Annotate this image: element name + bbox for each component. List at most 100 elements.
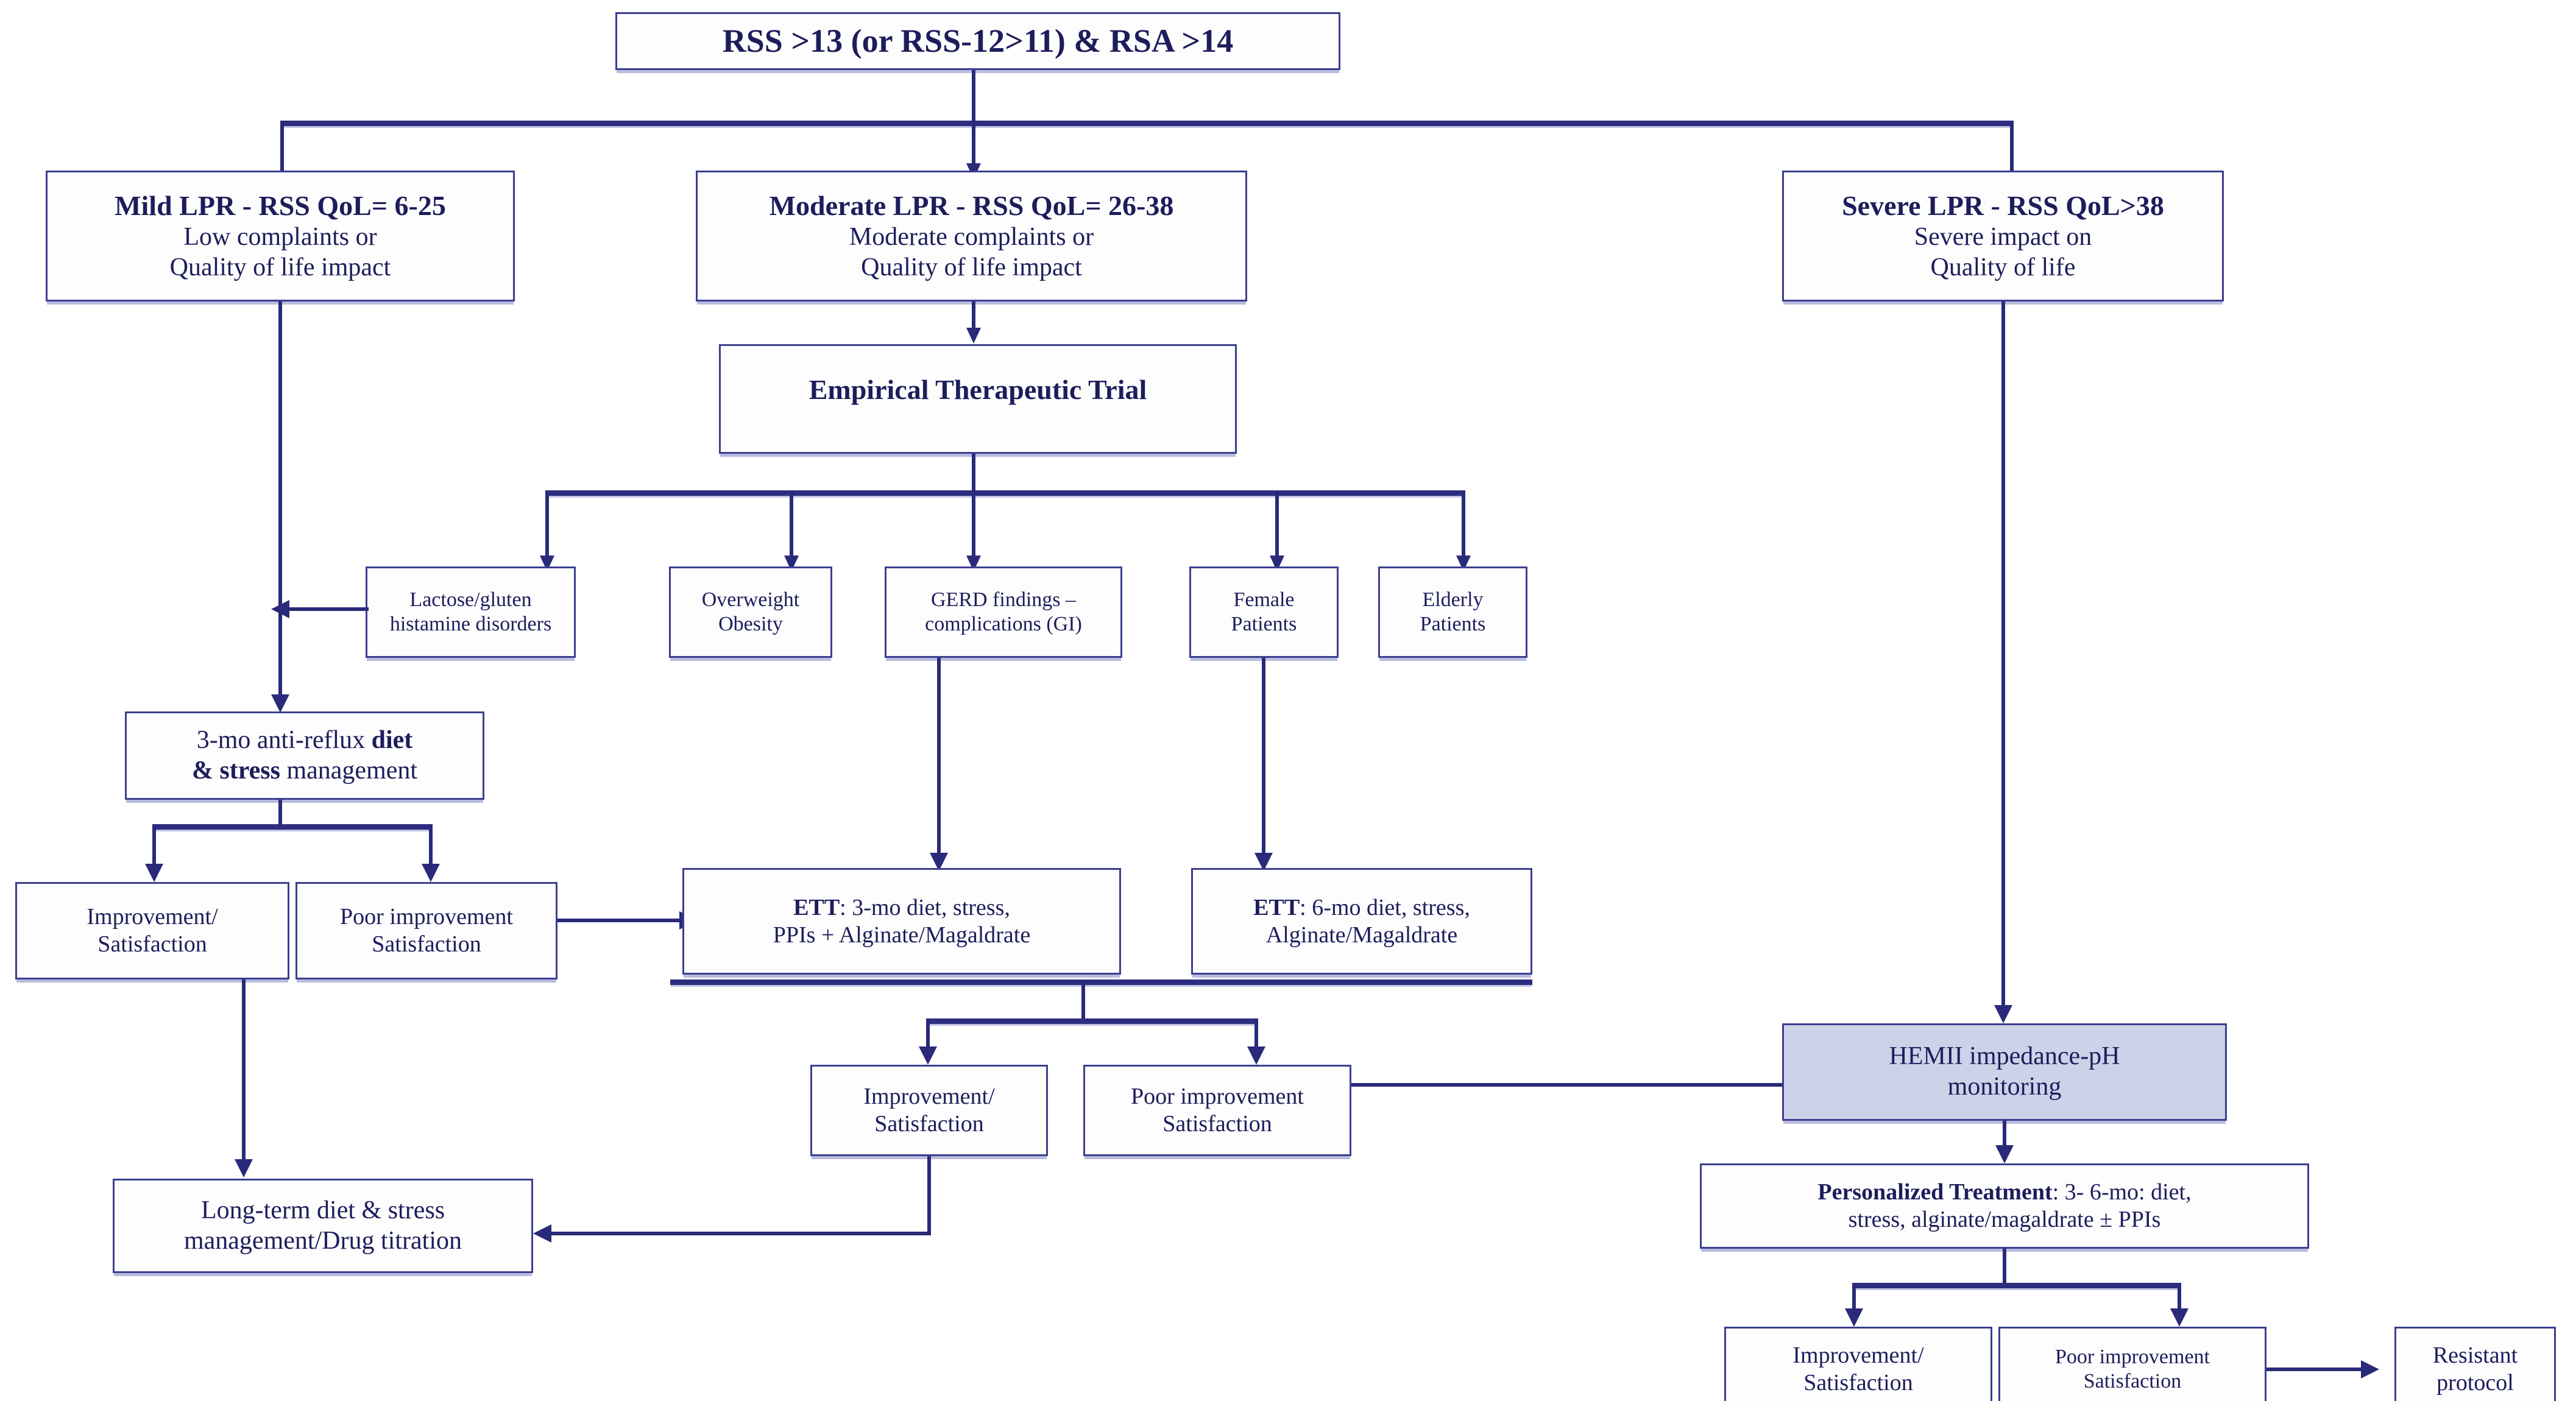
node-personalized-treatment[interactable]: Personalized Treatment: 3- 6-mo: diet, s… bbox=[1700, 1163, 2309, 1249]
connector-bus-to-severe bbox=[2010, 121, 2014, 182]
node-diet-stress-management[interactable]: 3-mo anti-reflux diet & stress managemen… bbox=[125, 711, 484, 800]
ett-3mo-line1: ETT: 3-mo diet, stress, bbox=[689, 894, 1114, 922]
connector-bus-to-right-poor bbox=[2178, 1283, 2181, 1313]
mild-poor-line1: Poor improvement bbox=[340, 904, 513, 930]
factor-1-line2: histamine disorders bbox=[389, 613, 552, 635]
node-ett-6mo[interactable]: ETT: 6-mo diet, stress, Alginate/Magaldr… bbox=[1191, 868, 1532, 975]
diet-stress-line2: & stress management bbox=[132, 756, 478, 786]
connector-ett-trial-to-factor-bus bbox=[972, 454, 975, 493]
moderate-lpr-line3: Quality of life impact bbox=[861, 253, 1082, 281]
node-hemii-monitoring[interactable]: HEMII impedance-pH monitoring bbox=[1782, 1023, 2227, 1121]
connector-mid-improvement-left-to-longterm bbox=[548, 1232, 931, 1235]
connector-severe-to-hemii bbox=[2001, 302, 2005, 1014]
mid-improvement-line2: Satisfaction bbox=[874, 1111, 984, 1137]
factor-3-line1: GERD findings – bbox=[931, 588, 1076, 611]
arrowhead-moderate-to-ett-trial bbox=[966, 328, 981, 344]
node-factor-gerd-findings[interactable]: GERD findings – complications (GI) bbox=[885, 566, 1122, 658]
arrowhead-mild-to-diet bbox=[271, 694, 289, 713]
node-empirical-therapeutic-trial[interactable]: Empirical Therapeutic Trial bbox=[719, 344, 1237, 454]
ett-6mo-rest: : 6-mo diet, stress, bbox=[1300, 894, 1470, 920]
node-factor-female-patients[interactable]: Female Patients bbox=[1189, 566, 1339, 658]
connector-bus-to-mild-poor bbox=[429, 824, 433, 872]
right-poor-line2: Satisfaction bbox=[2083, 1370, 2182, 1392]
arrowhead-mid-poor bbox=[1247, 1046, 1265, 1065]
mid-poor-line1: Poor improvement bbox=[1131, 1084, 1304, 1110]
connector-bus-to-mid-poor bbox=[1254, 1018, 1258, 1052]
factor-5-line2: Patients bbox=[1420, 613, 1486, 635]
diet-stress-part2: diet bbox=[371, 725, 413, 754]
node-right-poor-improvement[interactable]: Poor improvement Satisfaction bbox=[1998, 1327, 2266, 1401]
connector-bus-to-factor-3 bbox=[972, 490, 975, 557]
node-long-term-management[interactable]: Long-term diet & stress management/Drug … bbox=[113, 1179, 533, 1273]
connector-gerd-to-ett3mo bbox=[937, 658, 941, 862]
connector-entry-to-bus bbox=[972, 70, 975, 124]
connector-bus-to-mild bbox=[280, 121, 284, 182]
arrowhead-mild-improvement bbox=[145, 864, 163, 882]
factor-4-line1: Female bbox=[1233, 588, 1295, 611]
arrowhead-hemii-to-personalized bbox=[1995, 1145, 2014, 1163]
connector-personalized-stem bbox=[2003, 1249, 2006, 1286]
bus-under-ett-boxes bbox=[670, 979, 1532, 985]
connector-bus-to-right-improvement bbox=[1852, 1283, 1856, 1313]
resistant-line1: Resistant bbox=[2432, 1343, 2518, 1369]
ett-6mo-line2: Alginate/Magaldrate bbox=[1265, 922, 1458, 948]
connector-diet-to-outcome-stem bbox=[278, 800, 282, 827]
node-mild-improvement-satisfaction[interactable]: Improvement/ Satisfaction bbox=[15, 882, 289, 979]
arrowhead-factor1-to-mild-trunk bbox=[271, 600, 289, 618]
entry-criteria-text: RSS >13 (or RSS-12>11) & RSA >14 bbox=[722, 22, 1234, 59]
factor-2-line2: Obesity bbox=[718, 613, 783, 635]
long-term-line2: management/Drug titration bbox=[183, 1226, 462, 1255]
diet-stress-part1: 3-mo anti-reflux bbox=[196, 725, 372, 754]
right-improvement-line2: Satisfaction bbox=[1803, 1370, 1913, 1396]
node-factor-elderly-patients[interactable]: Elderly Patients bbox=[1378, 566, 1527, 658]
long-term-line1: Long-term diet & stress bbox=[200, 1196, 445, 1224]
factor-4-line2: Patients bbox=[1231, 613, 1297, 635]
arrowhead-mild-improvement-to-longterm bbox=[235, 1159, 253, 1177]
factor-2-line1: Overweight bbox=[701, 588, 800, 611]
connector-bus-to-factor-2 bbox=[790, 490, 793, 557]
arrowhead-mid-improvement bbox=[919, 1046, 937, 1065]
node-mid-poor-improvement[interactable]: Poor improvement Satisfaction bbox=[1083, 1065, 1351, 1156]
node-entry-criteria[interactable]: RSS >13 (or RSS-12>11) & RSA >14 bbox=[615, 12, 1340, 70]
connector-ettbus-stem bbox=[1081, 979, 1085, 1023]
bus-mild-outcomes bbox=[152, 824, 433, 830]
node-moderate-lpr[interactable]: Moderate LPR - RSS QoL= 26-38 Moderate c… bbox=[696, 171, 1247, 302]
personalized-bold: Personalized Treatment bbox=[1817, 1179, 2053, 1205]
ett-trial-text: Empirical Therapeutic Trial bbox=[809, 373, 1147, 405]
node-resistant-protocol[interactable]: Resistant protocol bbox=[2394, 1327, 2556, 1401]
node-right-improvement-satisfaction[interactable]: Improvement/ Satisfaction bbox=[1724, 1327, 1992, 1401]
hemii-line2: monitoring bbox=[1947, 1073, 2062, 1101]
node-ett-3mo[interactable]: ETT: 3-mo diet, stress, PPIs + Alginate/… bbox=[682, 868, 1121, 975]
mild-lpr-line3: Quality of life impact bbox=[169, 253, 391, 281]
diet-stress-line1: 3-mo anti-reflux diet bbox=[132, 725, 478, 756]
diet-stress-part4: management bbox=[280, 756, 418, 785]
personalized-rest: : 3- 6-mo: diet, bbox=[2052, 1179, 2192, 1205]
mild-poor-line2: Satisfaction bbox=[372, 931, 481, 957]
moderate-lpr-title: Moderate LPR - RSS QoL= 26-38 bbox=[769, 189, 1174, 221]
factor-3-line2: complications (GI) bbox=[925, 613, 1082, 635]
connector-female-to-ett6mo bbox=[1262, 658, 1265, 862]
mild-lpr-line2: Low complaints or bbox=[183, 223, 377, 252]
node-factor-overweight-obesity[interactable]: Overweight Obesity bbox=[669, 566, 832, 658]
connector-bus-to-mid-improvement bbox=[926, 1018, 930, 1052]
arrowhead-right-improvement bbox=[1845, 1308, 1863, 1327]
connector-factor1-to-mild-trunk bbox=[286, 607, 369, 611]
bus-top-distribution bbox=[280, 121, 2014, 126]
mild-lpr-title: Mild LPR - RSS QoL= 6-25 bbox=[115, 189, 446, 221]
node-mid-improvement-satisfaction[interactable]: Improvement/ Satisfaction bbox=[810, 1065, 1048, 1156]
connector-mild-improvement-to-longterm bbox=[242, 979, 246, 1168]
severe-lpr-line2: Severe impact on bbox=[1914, 223, 2092, 252]
connector-bus-to-factor-5 bbox=[1462, 490, 1465, 557]
factor-5-line1: Elderly bbox=[1422, 588, 1484, 611]
node-factor-lactose-gluten[interactable]: Lactose/gluten histamine disorders bbox=[366, 566, 576, 658]
node-mild-lpr[interactable]: Mild LPR - RSS QoL= 6-25 Low complaints … bbox=[46, 171, 515, 302]
ett-3mo-rest: : 3-mo diet, stress, bbox=[840, 894, 1010, 920]
node-severe-lpr[interactable]: Severe LPR - RSS QoL>38 Severe impact on… bbox=[1782, 171, 2224, 302]
mild-improvement-line1: Improvement/ bbox=[87, 904, 218, 930]
factor-1-line1: Lactose/gluten bbox=[409, 588, 532, 611]
severe-lpr-title: Severe LPR - RSS QoL>38 bbox=[1842, 189, 2164, 221]
ett-3mo-bold: ETT bbox=[793, 894, 840, 920]
connector-mid-improvement-down bbox=[927, 1156, 931, 1235]
node-mild-poor-improvement[interactable]: Poor improvement Satisfaction bbox=[295, 882, 557, 979]
